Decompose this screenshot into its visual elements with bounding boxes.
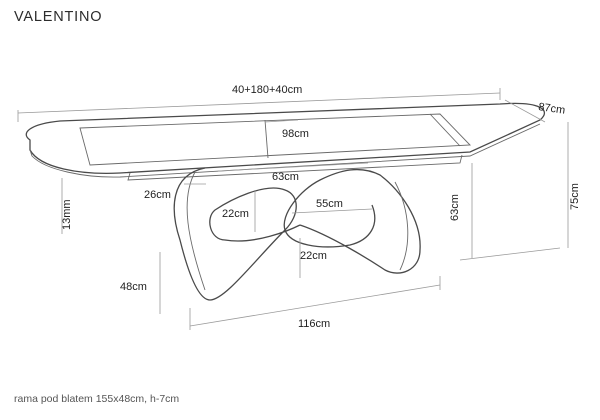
dim-loop-inner-width: 55cm	[316, 198, 343, 210]
dim-base-depth: 48cm	[120, 281, 147, 293]
table-base	[173, 167, 421, 301]
dim-top-thickness: 13mm	[61, 199, 73, 230]
dim-frame-offset: 26cm	[144, 189, 171, 201]
dim-loop-height-left: 22cm	[222, 208, 249, 220]
dim-base-height: 63cm	[449, 194, 461, 221]
table-top	[25, 102, 546, 178]
dim-loop-height-lower: 22cm	[300, 250, 327, 262]
dim-top-length: 40+180+40cm	[232, 84, 302, 96]
dim-frame-top-length: 63cm	[272, 171, 299, 183]
dim-base-length: 116cm	[298, 318, 330, 330]
dim-insert-width: 98cm	[282, 128, 309, 140]
dimension-lines	[17, 88, 569, 330]
frame-under-top	[127, 154, 463, 181]
dim-depth: 87cm	[538, 101, 566, 117]
dim-total-height: 75cm	[569, 183, 581, 210]
frame-note: rama pod blatem 155x48cm, h-7cm	[14, 393, 180, 405]
product-title: VALENTINO	[14, 9, 103, 25]
